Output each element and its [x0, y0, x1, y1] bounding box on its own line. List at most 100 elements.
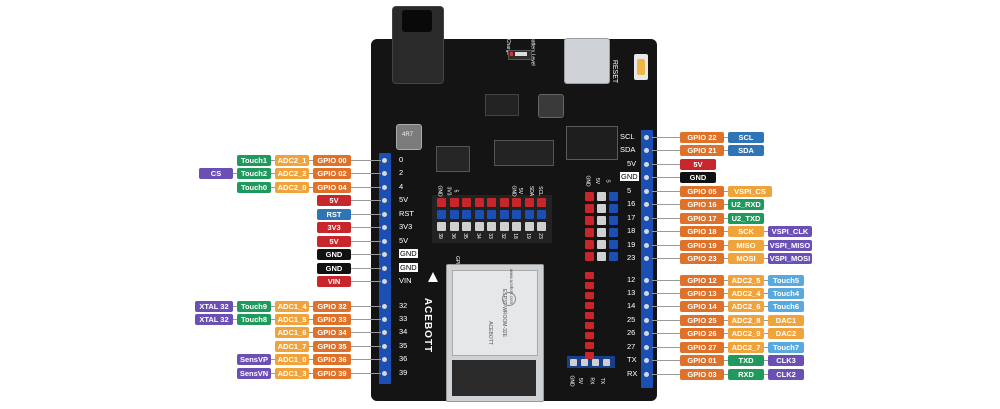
right-pin-label: 14 [627, 301, 636, 311]
center-header-pin [474, 222, 484, 231]
left-pin-label: VIN [399, 276, 412, 286]
right-tag-link [764, 279, 768, 281]
mosfet-ic [538, 94, 564, 118]
left-pin-tag: XTAL 32 [195, 300, 233, 312]
center-header-pin [437, 210, 446, 219]
right-pin-tag: Touch5 [768, 274, 804, 286]
power-ic [485, 94, 519, 116]
brand-label: ACEBOTT [422, 297, 434, 354]
left-pin-tag: SensVP [237, 354, 271, 366]
right-tag-link [764, 333, 768, 335]
right-pin-tag: SCK [728, 226, 764, 238]
right-tag-link [724, 150, 728, 152]
header-number: 18 [511, 233, 518, 239]
right-pin-label: 5 [627, 185, 632, 195]
left-pin-tag: ADC1_3 [275, 367, 309, 379]
left-connector [351, 213, 381, 215]
servo-header-pin [609, 228, 618, 237]
right-pin-tag: CLK3 [768, 355, 804, 367]
right-pin-label: 16 [627, 199, 636, 209]
left-tag-link [271, 160, 275, 161]
left-pin-tag: GPIO 00 [313, 155, 351, 166]
reset-button-cap [637, 59, 645, 75]
left-pin-tag: GPIO 35 [313, 340, 351, 352]
right-pin-label: RX [627, 368, 638, 378]
header-number: 36 [449, 233, 456, 239]
left-pin-tag: GPIO 32 [313, 300, 351, 312]
right-pin-tag: 5V [680, 158, 716, 170]
right-pin-tag: GPIO 21 [680, 145, 724, 157]
left-pin-tag: Touch1 [237, 155, 271, 166]
left-pin-hole [382, 198, 387, 204]
left-tag-link [271, 372, 275, 374]
left-pin-label: 2 [399, 168, 404, 178]
right-pin-tag: GPIO 03 [680, 368, 724, 380]
right-pin-hole [644, 317, 649, 323]
left-connector [351, 305, 381, 307]
right-connector [652, 279, 680, 281]
left-pin-hole [382, 370, 387, 376]
right-pin-label: 25 [627, 314, 636, 324]
center-header-pin [449, 210, 459, 219]
right-pin-tag: GPIO 27 [680, 341, 724, 353]
right-connector [652, 177, 680, 179]
servo-header-pin-lower [585, 312, 594, 319]
right-pin-hole [644, 188, 649, 194]
left-pin-tag: GND [317, 262, 351, 274]
right-pin-tag: GPIO 23 [680, 253, 724, 265]
right-pin-hole [644, 229, 649, 235]
left-connector [351, 359, 381, 361]
left-pin-label: 35 [399, 340, 408, 350]
center-header-pin [487, 198, 496, 207]
right-tag-link [764, 319, 768, 321]
left-pin-tag: Touch9 [237, 300, 271, 312]
left-pin-hole [382, 211, 387, 217]
usb-c-port [564, 38, 610, 84]
right-pin-tag: Touch4 [768, 287, 804, 299]
right-tag-link [724, 190, 728, 192]
center-header-pin [512, 210, 521, 219]
center-header-pin [524, 198, 534, 207]
right-pin-label: TX [627, 355, 637, 365]
bottom-header-pin [603, 359, 610, 366]
header-number: 39 [436, 233, 443, 239]
right-tag-link [724, 333, 728, 335]
left-connector [351, 267, 381, 269]
right-pin-label: 27 [627, 341, 636, 351]
left-pin-tag: XTAL 32 [195, 313, 233, 325]
inductor [396, 124, 422, 150]
right-pin-tag: VSPI_MISO [768, 239, 812, 251]
left-pin-tag: Touch0 [237, 181, 271, 193]
left-tag-link [309, 332, 313, 334]
right-pin-tag: ADC2_9 [728, 328, 764, 340]
left-tag-link [271, 359, 275, 361]
left-tag-link [271, 173, 275, 175]
bottom-header-label: GND [568, 375, 575, 387]
left-pin-label: 33 [399, 313, 408, 323]
left-pin-label: GND [399, 249, 418, 259]
right-tag-link [764, 373, 768, 375]
servo-header-pin-lower [585, 282, 594, 289]
servo-header-pin [585, 228, 594, 237]
header-number: 23 [536, 233, 543, 239]
right-connector [652, 258, 680, 260]
right-pin-label: 13 [627, 287, 636, 297]
right-pin-tag: VSPI_CLK [768, 226, 812, 238]
left-pin-tag: ADC1_7 [275, 340, 309, 352]
right-pin-hole [644, 202, 649, 208]
right-pin-tag: SDA [728, 145, 764, 157]
servo-header-pin [597, 192, 606, 201]
left-pin-tag: GPIO 02 [313, 168, 351, 180]
dc-jack-hole [402, 10, 432, 32]
right-tag-link [724, 258, 728, 260]
right-pin-label: SCL [620, 132, 635, 141]
right-pin-tag: GPIO 16 [680, 199, 724, 211]
left-pin-tag: 5V [317, 195, 351, 207]
servo-header-pin [609, 240, 618, 249]
right-pin-tag: GPIO 18 [680, 226, 724, 238]
left-pin-label: 32 [399, 300, 408, 310]
right-tag-link [764, 360, 768, 362]
left-pin-label: 39 [399, 367, 408, 377]
bottom-header-pin [592, 359, 599, 366]
left-pin-label: 3V3 [399, 222, 413, 232]
